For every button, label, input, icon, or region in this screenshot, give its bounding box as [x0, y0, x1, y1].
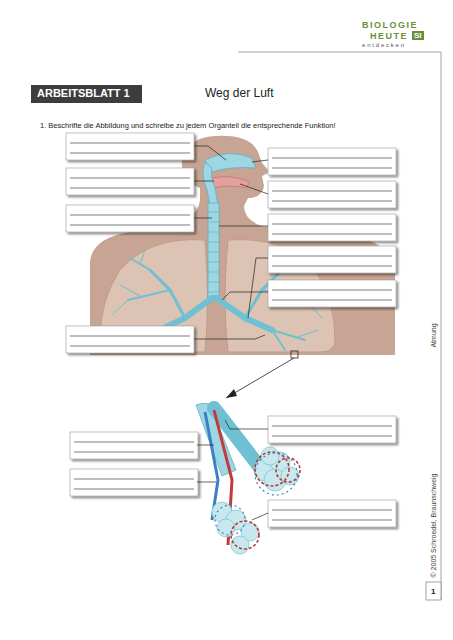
logo-word: BIOLOGIE	[362, 20, 418, 30]
sheet-title: Weg der Luft	[205, 86, 273, 100]
worksheet-badge: ARBEITSBLATT 1	[31, 85, 142, 103]
logo-badge: SI	[412, 31, 424, 40]
instruction: 1. Beschrifte die Abbildung und schreibe…	[40, 121, 336, 130]
side-note: Atmung	[430, 323, 437, 347]
logo-word: HEUTE	[370, 31, 408, 41]
logo-subline: entdecken	[362, 42, 406, 48]
side-note: © 2005 Schroedel, Braunschweig	[430, 473, 437, 577]
badge-text: ARBEITSBLATT 1	[37, 87, 136, 99]
page-number: 1	[431, 587, 435, 596]
